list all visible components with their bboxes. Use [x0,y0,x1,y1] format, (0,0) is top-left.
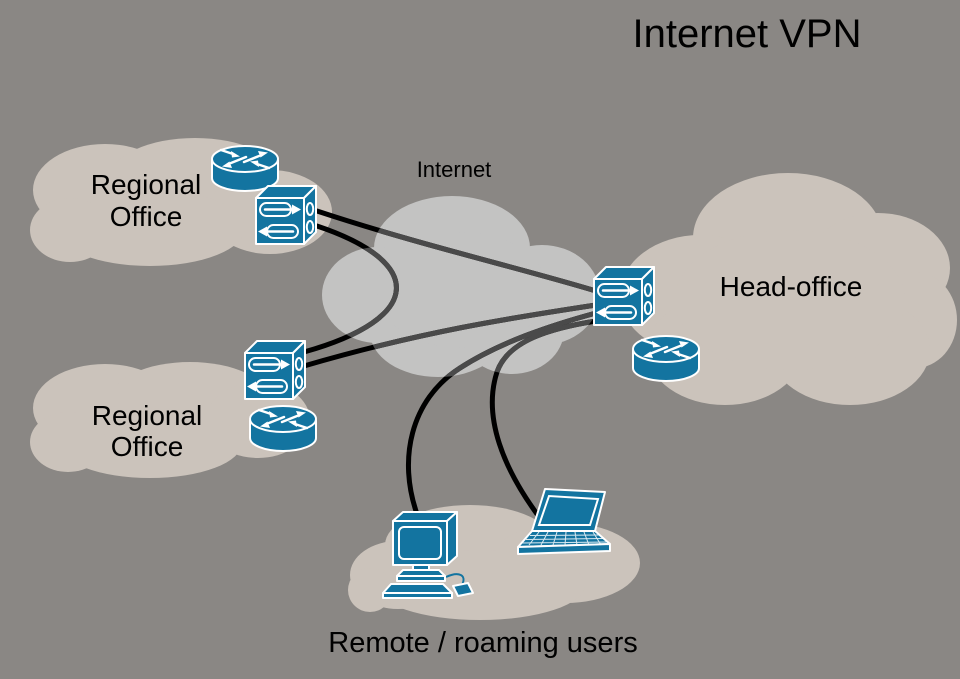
diagram-title: Internet VPN [632,12,861,56]
regional-office-bottom-label-line1: Regional [92,400,203,431]
head-office-label: Head-office [720,271,863,302]
router-icon-regional-bottom [248,404,318,453]
regional-office-bottom-label-line2: Office [111,431,184,462]
regional-office-top-label-line2: Office [110,201,183,232]
vpn-gateway-icon-head-office [592,265,656,327]
vpn-gateway-icon-regional-bottom [243,339,307,401]
head-office-cloud [620,173,957,405]
router-icon-regional-top [210,144,280,193]
remote-users-label: Remote / roaming users [328,627,637,659]
router-icon-head-office [631,334,701,383]
vpn-gateway-icon-regional-top [254,184,318,246]
regional-office-top-label-line1: Regional [91,169,202,200]
regional-office-cloud-bottom [30,362,310,478]
internet-cloud-label: Internet [417,157,492,182]
